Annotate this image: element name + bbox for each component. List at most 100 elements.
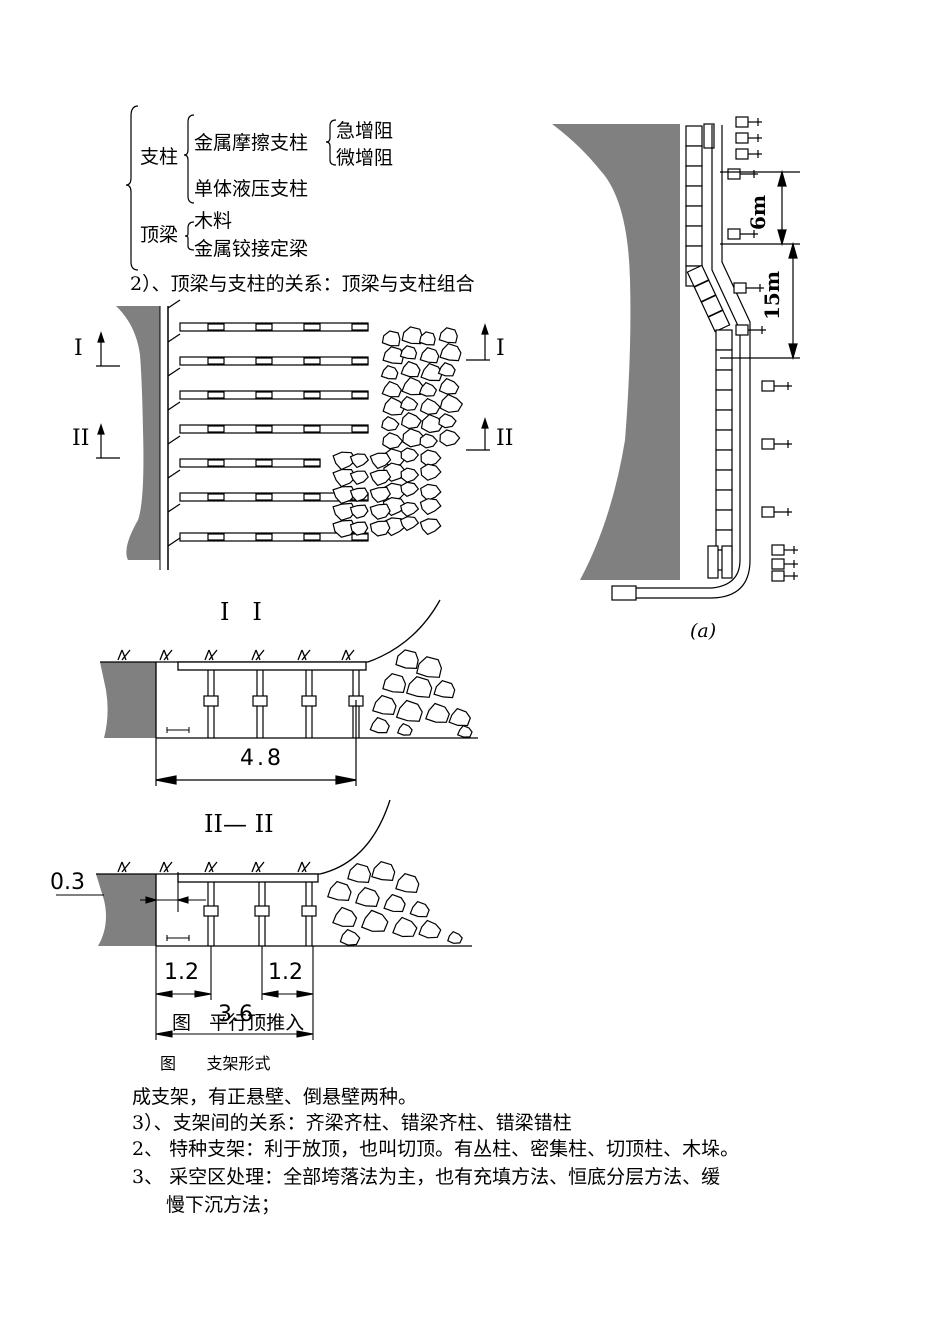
rock — [332, 906, 358, 927]
rock — [399, 516, 420, 532]
prop-head — [255, 493, 273, 501]
body-line-4: 3、 采空区处理：全部垮落法为主，也有充填方法、恒底分层方法、缓 — [132, 1166, 721, 1188]
prop-symbol — [761, 438, 775, 450]
rock — [400, 481, 420, 497]
plan-label-I-right: I — [496, 336, 505, 361]
shield-unit — [685, 225, 703, 247]
rock — [369, 486, 392, 503]
rock — [327, 880, 352, 902]
rock — [381, 380, 402, 398]
rock — [395, 873, 420, 894]
prop-head — [351, 391, 369, 399]
rock — [418, 381, 438, 397]
prop-head — [207, 323, 225, 331]
section2-dim-1-2-a: 1.2 — [164, 960, 199, 985]
prop-lock — [252, 695, 268, 707]
shield-unit — [715, 369, 733, 391]
coal-wall — [116, 306, 160, 560]
prop-symbol — [761, 506, 775, 518]
rock — [419, 433, 438, 449]
rock — [392, 916, 418, 938]
rock — [396, 722, 413, 736]
rock — [415, 656, 443, 678]
shield-unit — [715, 449, 733, 471]
rock — [437, 361, 456, 377]
shield-unit — [685, 145, 703, 167]
shield-unit — [685, 125, 703, 147]
rock — [402, 428, 426, 448]
figure-a-dim-15m: 15m — [760, 271, 784, 320]
rock — [360, 909, 389, 932]
shield-unit — [715, 409, 733, 431]
prop-symbol — [771, 570, 785, 582]
tree-dingliang: 顶梁 — [140, 224, 179, 246]
prop-symbol — [727, 228, 741, 240]
section2-title: II— II — [204, 810, 274, 838]
rock — [369, 452, 392, 470]
shield-unit — [715, 509, 733, 531]
rock — [409, 900, 430, 918]
section2-dim-0-3: 0.3 — [50, 870, 85, 895]
rock — [419, 397, 441, 415]
rock — [439, 429, 461, 447]
prop-symbol — [727, 168, 741, 180]
tree-danti: 单体液压支柱 — [194, 178, 309, 200]
rock — [381, 415, 400, 432]
rock — [349, 521, 369, 536]
shield-unit — [685, 185, 703, 207]
prop-lock — [203, 905, 219, 917]
prop-head — [207, 493, 225, 501]
prop-head — [303, 533, 321, 541]
prop-head — [255, 323, 273, 331]
shield-unit — [715, 349, 733, 371]
rock — [349, 453, 370, 469]
body-line-2: 3）、支架间的关系：齐梁齐柱、错梁齐柱、错梁错柱 — [132, 1112, 572, 1134]
prop-symbol — [735, 148, 749, 160]
rock — [372, 694, 397, 716]
rock — [400, 467, 420, 483]
prop-lock — [203, 695, 219, 707]
rock — [438, 377, 460, 395]
prop-symbol — [735, 324, 749, 336]
prop-head — [255, 425, 273, 433]
rock — [349, 504, 369, 519]
rock — [339, 928, 361, 946]
rock — [382, 396, 406, 416]
body-line-5: 慢下沉方法； — [166, 1194, 281, 1216]
rock — [420, 449, 442, 467]
rock — [419, 498, 442, 516]
section2-caption: 图 平行顶推入 — [172, 1012, 305, 1034]
rock — [382, 673, 407, 694]
rock — [355, 886, 380, 908]
plan-label-II-left: II — [72, 426, 90, 451]
body-line-1: 成支架，有正悬壁、倒悬壁两种。 — [132, 1086, 418, 1108]
rock — [381, 330, 401, 347]
rock — [425, 702, 450, 723]
rock — [419, 347, 440, 364]
rock — [420, 463, 442, 481]
rock — [399, 395, 419, 411]
rock — [439, 343, 462, 362]
shield-unit — [715, 469, 733, 491]
prop-head — [351, 323, 369, 331]
shield-unit — [721, 545, 733, 579]
rock — [399, 345, 418, 360]
prop-head — [351, 425, 369, 433]
prop-head — [207, 357, 225, 365]
rock — [400, 411, 422, 430]
prop-symbol — [761, 380, 775, 392]
rock — [380, 365, 399, 380]
prop-symbol — [733, 282, 747, 294]
prop-head — [255, 459, 273, 467]
rock — [420, 413, 445, 434]
rock — [438, 327, 458, 344]
rock — [395, 649, 419, 670]
rock — [371, 861, 396, 882]
prop-head — [351, 357, 369, 365]
rock — [347, 863, 372, 884]
prop-head — [303, 391, 321, 399]
body-line-3: 2、 特种支架：利于放顶，也叫切顶。有丛柱、密集柱、切顶柱、木垛。 — [132, 1138, 740, 1160]
